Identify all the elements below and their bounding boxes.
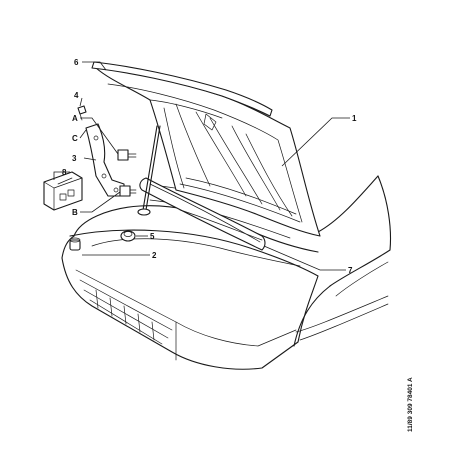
screw-A: [117, 149, 137, 161]
callout-6: 6: [74, 58, 79, 67]
hinge-bracket-block: [43, 171, 83, 211]
buffer-2: [69, 237, 81, 251]
hinge-assembly: [85, 123, 125, 197]
callout-4: 4: [74, 91, 79, 100]
callout-2: 2: [152, 251, 157, 260]
callout-3: 3: [72, 154, 77, 163]
leader-lines: [53, 61, 350, 271]
callout-C: C: [72, 134, 78, 143]
prop-rod: [137, 125, 161, 216]
callout-1: 1: [352, 114, 357, 123]
screw-B: [119, 185, 137, 197]
figure-reference-code: 11/89 309 78401 A: [407, 377, 414, 432]
callout-B: B: [72, 208, 78, 217]
callout-8: 8: [62, 168, 67, 177]
clip-4: [77, 105, 87, 121]
callout-5: 5: [150, 232, 155, 241]
car-body: [61, 175, 391, 370]
callout-7: 7: [348, 266, 353, 275]
front-seal-strip: [139, 177, 266, 251]
callout-labels: 1 2 3 4 5 6 7 8 A B C: [62, 58, 357, 275]
buffer-5: [120, 230, 136, 242]
hood-seal: [91, 61, 273, 117]
callout-A: A: [72, 114, 78, 123]
